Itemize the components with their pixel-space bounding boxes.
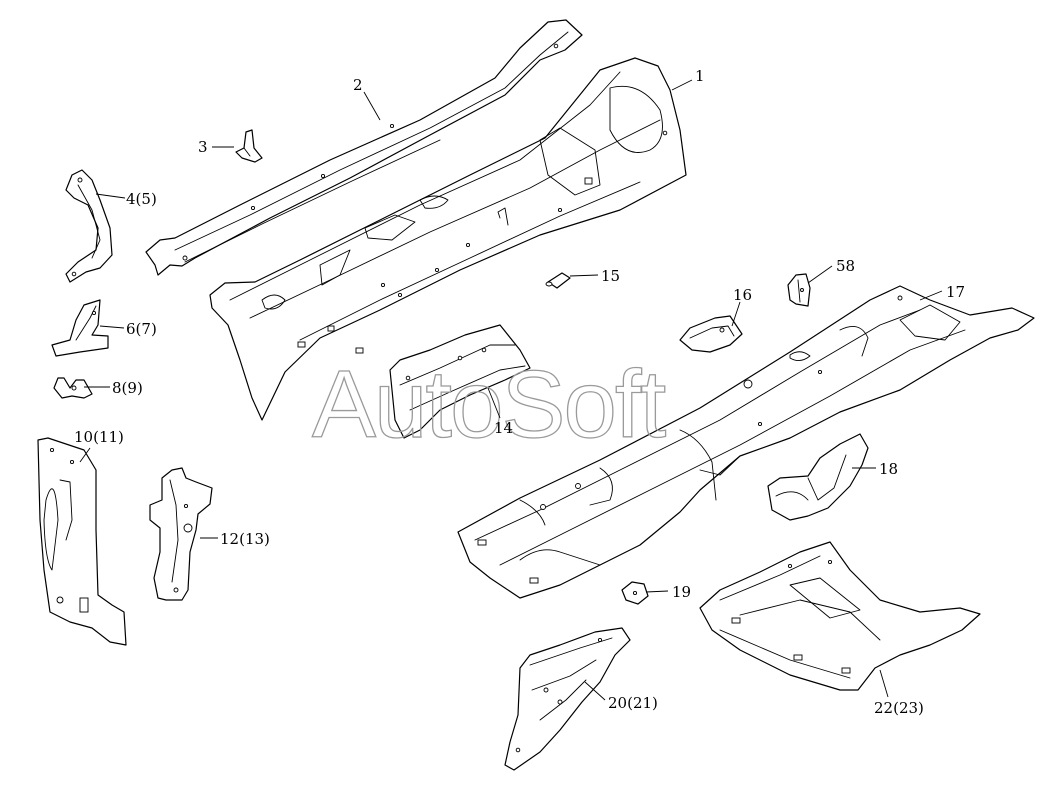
callout-14: 14 — [494, 419, 513, 437]
part-6-bracket — [51, 299, 109, 357]
part-19-plate — [621, 581, 649, 605]
part-3-bracket — [235, 129, 263, 163]
callout-10-11: 10(11) — [74, 428, 124, 446]
callout-2: 2 — [353, 76, 363, 94]
part-12-pillar-bracket — [149, 467, 213, 601]
part-15-stud — [545, 272, 571, 289]
part-17-floor-pan — [457, 285, 1035, 599]
part-4-bracket — [65, 169, 113, 283]
leader-lines — [79, 79, 943, 701]
part-10-side-panel — [37, 437, 127, 646]
callout-17: 17 — [946, 283, 965, 301]
part-16-cover-plate — [679, 315, 743, 353]
callout-4-5: 4(5) — [126, 190, 157, 208]
callout-15: 15 — [601, 267, 620, 285]
callout-19: 19 — [672, 583, 691, 601]
part-2-cowl-rail — [145, 19, 583, 276]
part-14-tunnel-reinforcement — [389, 324, 531, 439]
part-1-dash-panel — [209, 57, 687, 421]
callout-6-7: 6(7) — [126, 320, 157, 338]
callout-8-9: 8(9) — [112, 379, 143, 397]
callout-labels: 1 2 3 4(5) 6(7) 8(9) 10(11) 12(13) 14 15… — [74, 67, 965, 717]
part-20-rear-panel — [504, 627, 631, 771]
part-8-clip — [53, 377, 93, 399]
callout-1: 1 — [695, 67, 705, 85]
callout-18: 18 — [879, 460, 898, 478]
callout-58: 58 — [836, 257, 855, 275]
callout-20-21: 20(21) — [608, 694, 658, 712]
callout-12-13: 12(13) — [220, 530, 270, 548]
part-58-bracket — [787, 273, 811, 307]
callout-22-23: 22(23) — [874, 699, 924, 717]
part-18-seat-bracket — [767, 433, 869, 521]
callout-3: 3 — [198, 138, 208, 156]
watermark-text: AutoSoft — [312, 351, 666, 458]
part-22-rear-floor — [699, 541, 981, 691]
callout-16: 16 — [733, 286, 752, 304]
